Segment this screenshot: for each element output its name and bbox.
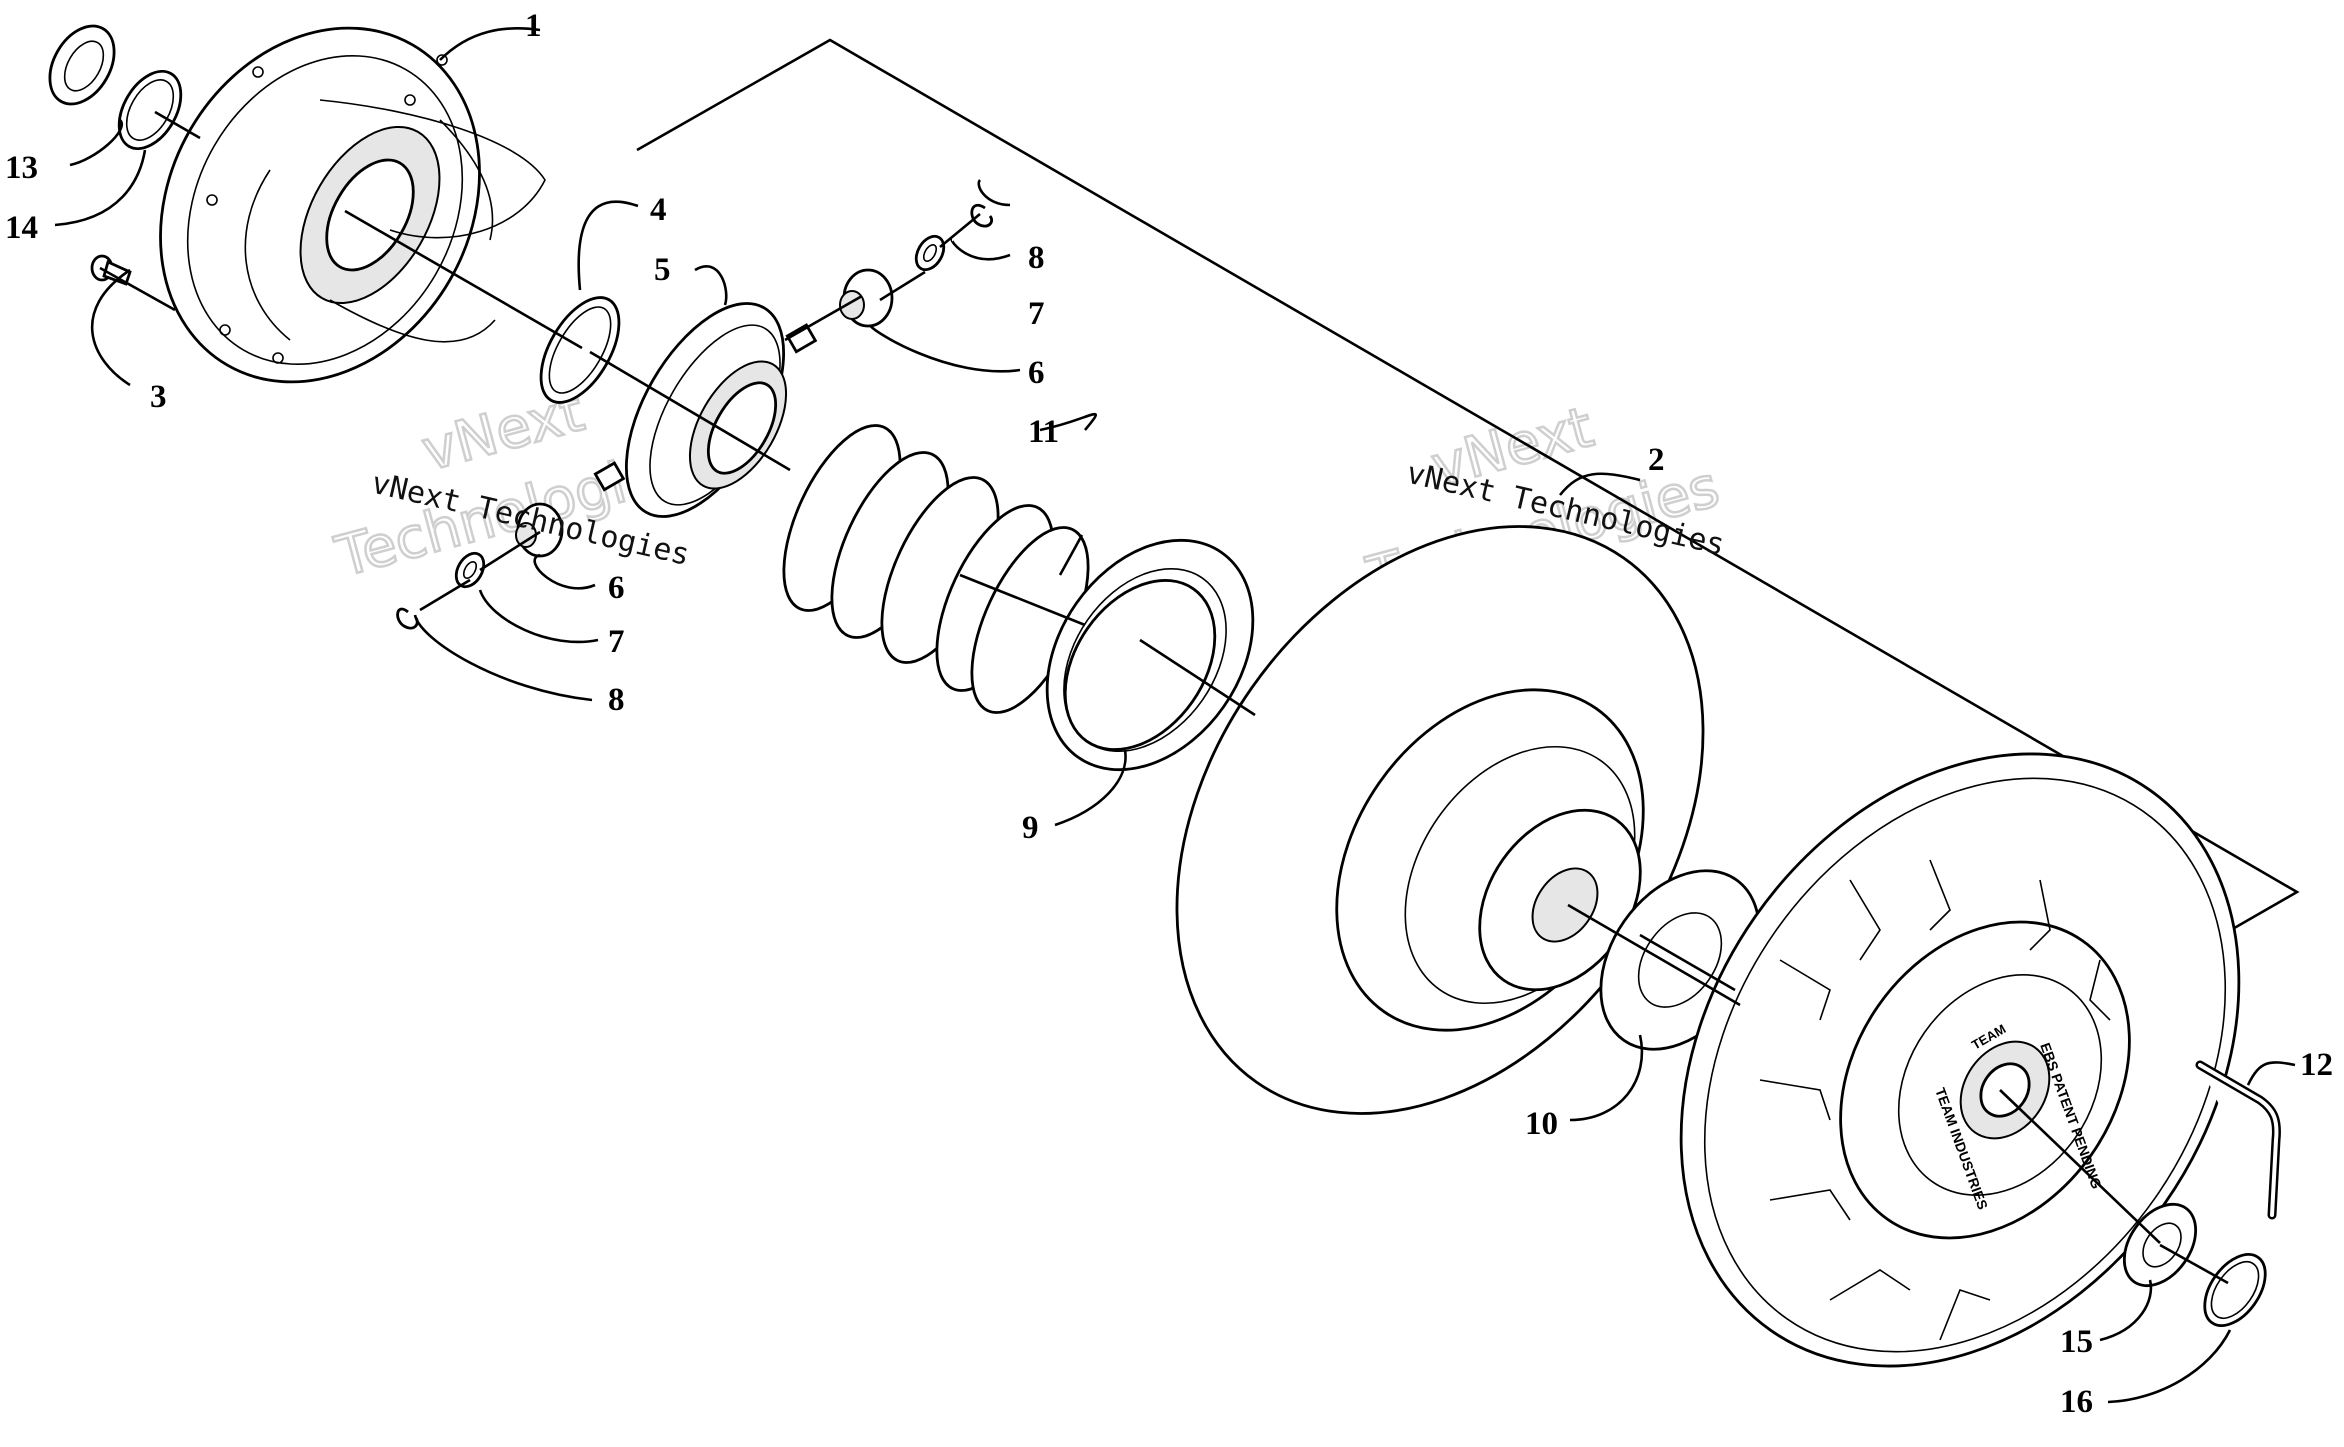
part-8-clip-lower xyxy=(396,607,419,630)
callout-6-upper: 6 xyxy=(1028,355,1045,391)
callout-7-upper: 7 xyxy=(1028,296,1045,332)
part-12-pin xyxy=(2195,1060,2281,1220)
part-11-spring xyxy=(782,424,1090,714)
part-5-hub xyxy=(593,302,818,518)
callout-7-lower: 7 xyxy=(608,624,625,660)
callout-4: 4 xyxy=(650,192,667,228)
callout-3: 3 xyxy=(150,379,167,415)
callout-8-lower: 8 xyxy=(608,682,625,718)
part-2-sheave xyxy=(1175,525,1705,1115)
callout-16: 16 xyxy=(2060,1384,2093,1420)
part-9-seal-ring xyxy=(1045,538,1255,772)
callout-9: 9 xyxy=(1022,810,1039,846)
part-6-roller-lower xyxy=(515,502,564,558)
part-14-oring xyxy=(117,69,183,151)
callout-13: 13 xyxy=(5,150,38,186)
callout-14: 14 xyxy=(5,210,38,246)
part-7-washer-lower xyxy=(454,551,486,589)
callout-8-upper: 8 xyxy=(1028,240,1045,276)
callout-10: 10 xyxy=(1525,1106,1558,1142)
callout-1: 1 xyxy=(525,8,542,44)
part-1-housing xyxy=(159,26,546,384)
callout-11: 11 xyxy=(1028,414,1059,450)
part-3-screw xyxy=(90,254,132,286)
callout-5: 5 xyxy=(654,252,671,288)
assembly-bracket xyxy=(636,38,2300,952)
part-16-snap-ring xyxy=(2203,1253,2267,1327)
callout-12: 12 xyxy=(2300,1047,2333,1083)
callout-labels: 1 2 3 4 5 6 6 7 7 8 8 9 10 11 12 13 14 1… xyxy=(5,8,2333,1420)
part-13-seal xyxy=(48,24,116,106)
callout-6-lower: 6 xyxy=(608,570,625,606)
part-4-retaining-ring xyxy=(539,296,621,404)
callout-15: 15 xyxy=(2060,1324,2093,1360)
part-8-clip-upper xyxy=(970,204,994,228)
part-cover-sheave: EBS PATENT PENDING TEAM INDUSTRIES TEAM xyxy=(1679,752,2241,1368)
part-7-washer-upper xyxy=(914,234,946,272)
callout-2: 2 xyxy=(1648,442,1665,478)
